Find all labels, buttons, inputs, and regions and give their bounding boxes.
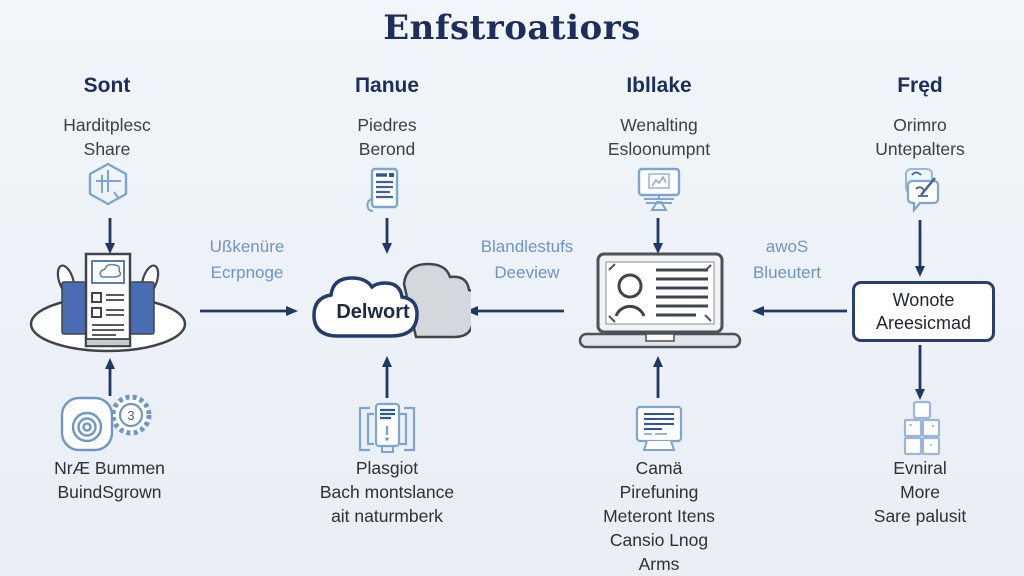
- receipt-document-icon: [366, 167, 399, 212]
- arrow-up-col2: [382, 356, 392, 398]
- column-header-4: Fręd: [897, 74, 943, 97]
- arrow-left-2: [466, 306, 564, 316]
- bottom-text-col4: Evniral More Sare palusit: [873, 458, 967, 526]
- column-header-1: Sont: [83, 74, 131, 97]
- arrow-down-col2: [382, 218, 392, 254]
- arrow-right-1: [200, 306, 298, 316]
- arrow-down-col3: [653, 218, 663, 254]
- rings-and-gear-icon: 3: [60, 394, 152, 452]
- page-title: Enfstroatiors: [383, 8, 641, 48]
- arrow-down-col4: [915, 220, 925, 277]
- arrow-up-col3: [653, 356, 663, 398]
- laptop-profile-illustration: [578, 252, 742, 349]
- process-box: Wonote Areesicmad: [852, 281, 995, 342]
- arrow-down-col4-bottom: [915, 345, 925, 400]
- bottom-text-col3: Camä Pirefuning Meteront Itens Cansio Ln…: [603, 458, 715, 574]
- cloud-label: Delwort: [336, 301, 410, 323]
- hexagon-cube-icon: [88, 162, 128, 206]
- desktop-monitor-icon: [637, 167, 681, 211]
- arrow-up-col1: [105, 358, 115, 396]
- bottom-text-col2: Plasgiot Bach montslance ait naturmberk: [319, 458, 455, 526]
- hands-holding-document-illustration: [29, 252, 187, 353]
- chat-note-pencil-icon: [905, 168, 940, 213]
- screen-lines-icon: [635, 405, 683, 451]
- column-header-3: Ibllake: [626, 74, 692, 97]
- document-brackets-icon: [358, 402, 416, 453]
- arrow-left-3: [752, 306, 847, 316]
- column-header-2: Пanue: [354, 74, 420, 97]
- cloud-illustration: [312, 262, 471, 339]
- arrow-down-col1: [105, 218, 115, 254]
- bottom-text-col1: NrÆ Bummen BuindSgrown: [54, 458, 165, 502]
- svg-text:3: 3: [127, 408, 134, 423]
- blocks-grid-icon: [903, 400, 941, 456]
